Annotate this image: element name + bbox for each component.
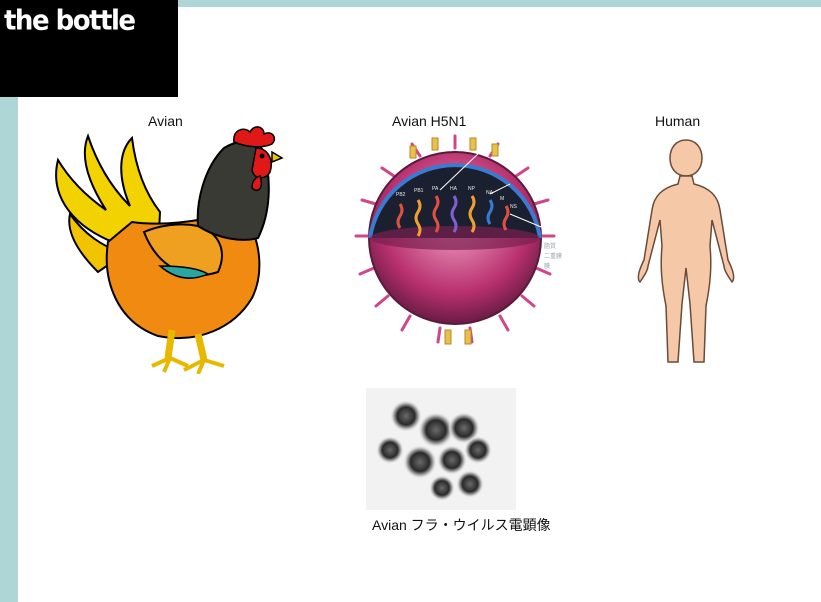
callout-pa: PA — [432, 186, 439, 192]
rooster-illustration — [48, 122, 288, 374]
label-avian-h5n1: Avian H5N1 — [392, 113, 466, 129]
side-text-3: 膜 — [544, 262, 550, 270]
callout-m: M — [500, 196, 504, 202]
logo-box: the bottle — [0, 0, 178, 97]
side-text-2: 二重膜 — [544, 252, 562, 260]
callout-pb1: PB1 — [414, 188, 424, 194]
callout-pb2: PB2 — [396, 192, 406, 198]
virus-micrograph — [366, 388, 516, 510]
callout-ha: HA — [450, 186, 458, 192]
callout-np: NP — [468, 186, 476, 192]
logo-text: the bottle — [4, 5, 135, 37]
side-text-1: 脂質 — [544, 242, 556, 250]
virus-illustration: PB2 PB1 PA HA NP NA M NS 脂質 二重膜 膜 — [340, 134, 570, 359]
label-human: Human — [655, 113, 700, 129]
micrograph-caption: Avian フラ・ウイルス電顕像 — [372, 515, 551, 535]
human-illustration — [632, 136, 740, 368]
callout-ns: NS — [510, 204, 518, 210]
